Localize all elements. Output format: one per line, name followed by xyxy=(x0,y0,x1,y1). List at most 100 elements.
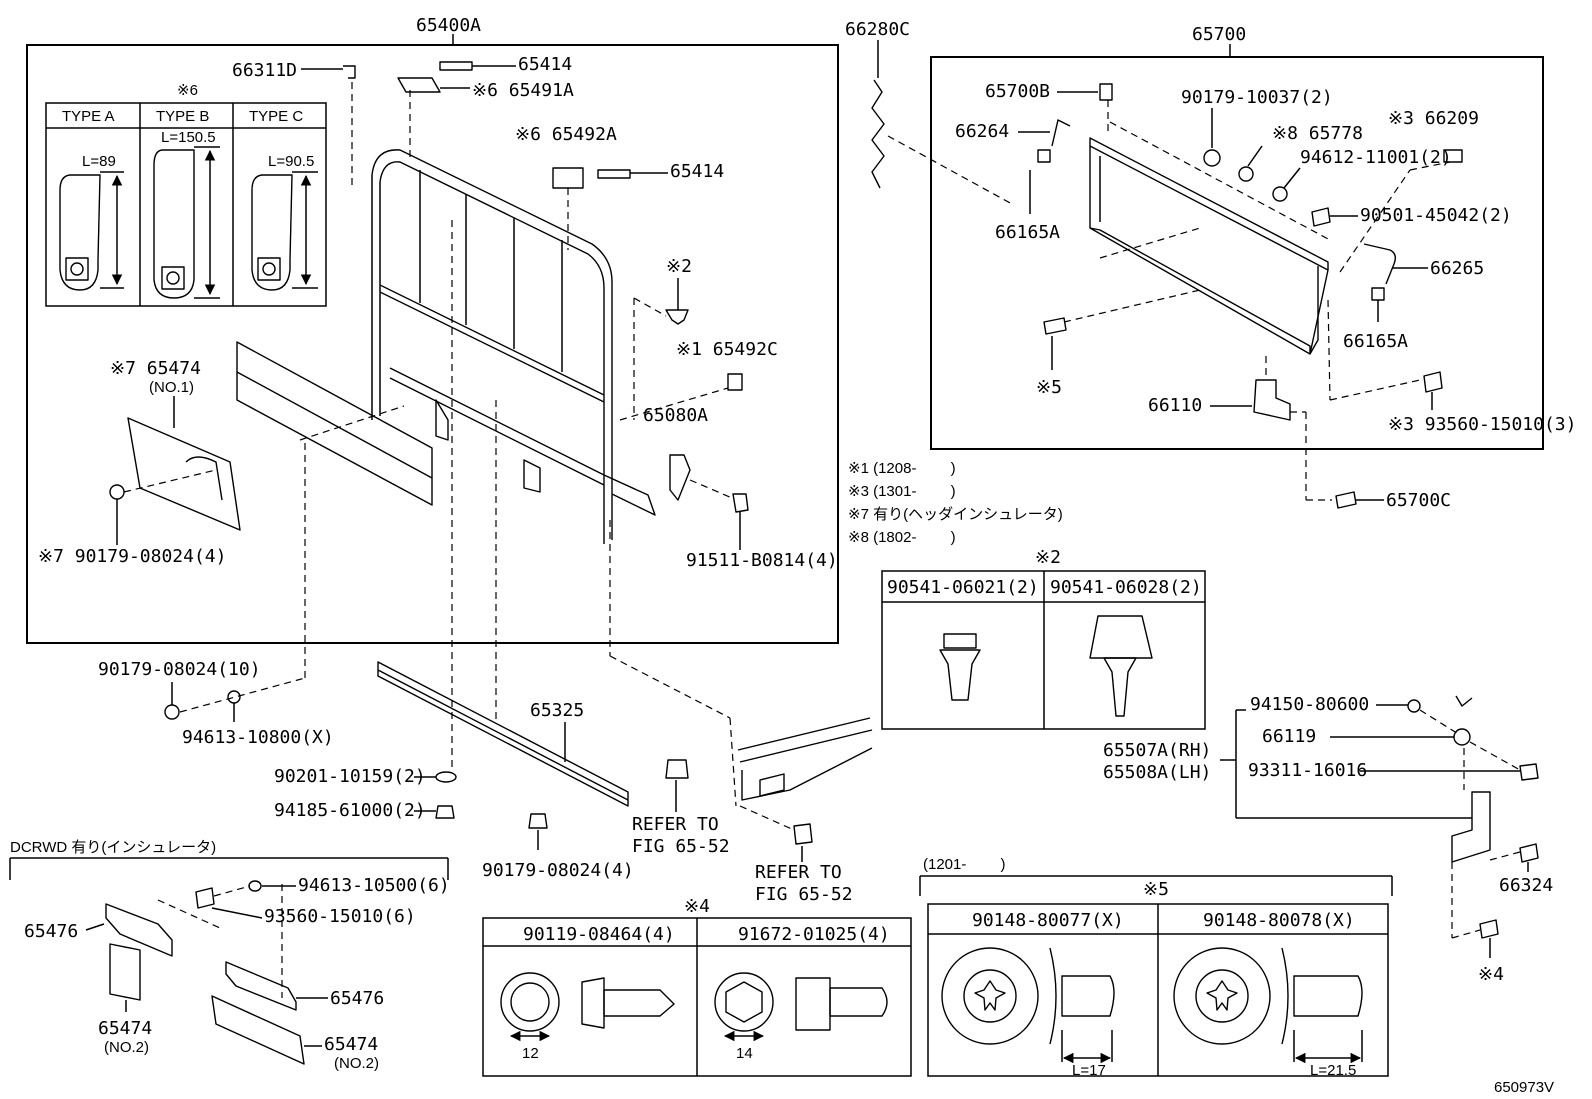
callout-65508A: 65508A(LH) xyxy=(1103,762,1211,783)
callout-91511: 91511-B0814(4) xyxy=(686,550,838,571)
type-b-length: L=150.5 xyxy=(161,129,216,146)
dcrwd-title: DCRWD 有り(インシュレータ) xyxy=(10,839,216,856)
type-a-header: TYPE A xyxy=(62,108,115,125)
callout-mark-4: ※4 xyxy=(1478,964,1504,985)
part-66165A-right xyxy=(1371,287,1385,301)
callout-66119: 66119 xyxy=(1262,726,1316,747)
callout-90201: 90201-10159(2) xyxy=(274,766,426,787)
ref2-line2: FIG 65-52 xyxy=(755,884,853,905)
callout-65700: 65700 xyxy=(1192,24,1246,45)
box5-length-1: L=17 xyxy=(1072,1062,1106,1079)
box5-part-1: 90148-80077(X) xyxy=(972,910,1124,931)
box2-part-2: 90541-06028(2) xyxy=(1050,577,1202,598)
note-1: ※1 (1208- ) xyxy=(848,460,956,477)
type-c-length: L=90.5 xyxy=(268,153,314,170)
box5-length-2: L=21.5 xyxy=(1310,1062,1356,1079)
callout-mark-2: ※2 xyxy=(666,256,692,277)
bolt-91511 xyxy=(732,493,749,513)
part-65700B xyxy=(1099,83,1113,101)
callout-66110: 66110 xyxy=(1148,395,1202,416)
callout-90179-10: 90179-08024(10) xyxy=(98,659,261,680)
type-table-title: ※6 xyxy=(177,82,198,99)
part-90179-10037 xyxy=(1203,149,1221,167)
bolt-mark-4 xyxy=(1479,919,1499,939)
part-66311D xyxy=(343,65,356,79)
footnotes: ※1 (1208- ) ※3 (1301- ) ※7 有り(ヘッダインシュレータ… xyxy=(848,460,1063,546)
part-66209 xyxy=(1443,149,1463,163)
box4-dim-2: 14 xyxy=(736,1045,753,1062)
callout-93560-6: 93560-15010(6) xyxy=(264,906,416,927)
callout-65492C: ※1 65492C xyxy=(676,339,778,360)
bracket-type-a xyxy=(59,174,101,291)
washer-94613-6 xyxy=(248,880,262,892)
hinge-65507A xyxy=(1451,791,1491,863)
callout-65492A: ※6 65492A xyxy=(515,124,617,145)
type-b-header: TYPE B xyxy=(156,108,209,125)
callout-65474-left-sub: (NO.2) xyxy=(104,1039,149,1056)
callout-94613-x: 94613-10800(X) xyxy=(182,727,334,748)
ref1-line2: FIG 65-52 xyxy=(632,836,730,857)
callout-mark-5: ※5 xyxy=(1036,377,1062,398)
chain-66280C xyxy=(871,79,885,189)
bolt-65414-top xyxy=(439,61,473,71)
box5-part-2: 90148-80078(X) xyxy=(1203,910,1355,931)
callout-90179-4b: 90179-08024(4) xyxy=(482,860,634,881)
nut-94185 xyxy=(435,805,455,819)
type-c-header: TYPE C xyxy=(249,108,303,125)
box4-title: ※4 xyxy=(684,896,710,917)
part-66119 xyxy=(1453,728,1471,746)
callout-93560-3: ※3 93560-15010(3) xyxy=(1388,414,1576,435)
nut-90179-4b xyxy=(528,813,548,829)
box4-part-2: 91672-01025(4) xyxy=(738,924,890,945)
part-94612 xyxy=(1272,186,1288,202)
nut-94150 xyxy=(1407,699,1421,713)
clip-ref-1 xyxy=(665,759,689,779)
callout-65476-left: 65476 xyxy=(24,921,78,942)
callout-65400A: 65400A xyxy=(416,15,481,36)
rod-66265 xyxy=(1363,243,1397,285)
part-65474-left xyxy=(109,943,141,1001)
part-66165A-left xyxy=(1037,149,1051,163)
box5-range: (1201- ) xyxy=(923,856,1006,873)
box4-dim-1: 12 xyxy=(522,1045,539,1062)
header-frame-65400A xyxy=(371,149,656,544)
body-corner xyxy=(737,717,873,801)
callout-65414-top: 65414 xyxy=(518,54,572,75)
callout-66311D: 66311D xyxy=(232,60,297,81)
callout-66264: 66264 xyxy=(955,121,1009,142)
callout-93311: 93311-16016 xyxy=(1248,760,1367,781)
clip-ref-2 xyxy=(793,823,813,845)
part-65492A xyxy=(552,167,584,189)
box-mark-4: 90119-08464(4) 91672-01025(4) 12 14 xyxy=(482,917,912,1077)
ref1-line1: REFER TO xyxy=(632,814,719,835)
callout-65491A: ※6 65491A xyxy=(472,80,574,101)
callout-65325: 65325 xyxy=(530,700,584,721)
tailgate-panel-65700 xyxy=(1089,137,1329,355)
washer-90201 xyxy=(435,771,457,783)
bolt-65700C xyxy=(1335,491,1357,509)
callout-65778: ※8 65778 xyxy=(1272,123,1363,144)
part-65476-left xyxy=(105,903,173,957)
callout-94150: 94150-80600 xyxy=(1250,694,1369,715)
assembly-box-65700 xyxy=(930,56,1544,450)
figure-code: 650973V xyxy=(1494,1079,1554,1096)
ref2-line1: REFER TO xyxy=(755,862,842,883)
note-7: ※7 有り(ヘッダインシュレータ) xyxy=(848,506,1063,523)
callout-65700C: 65700C xyxy=(1386,490,1451,511)
box2-title: ※2 xyxy=(1035,547,1061,568)
part-65474-no1 xyxy=(127,417,241,531)
part-65080A xyxy=(669,454,691,501)
callout-65700B: 65700B xyxy=(985,81,1050,102)
assembly-box-65400A xyxy=(26,44,839,644)
note-3: ※3 (1301- ) xyxy=(848,483,956,500)
box4-part-1: 90119-08464(4) xyxy=(523,924,675,945)
callout-90179-4: ※7 90179-08024(4) xyxy=(38,546,226,567)
rod-66264 xyxy=(1051,119,1071,147)
part-90501 xyxy=(1311,207,1331,227)
callout-65476-right: 65476 xyxy=(330,988,384,1009)
type-table: TYPE A TYPE B TYPE C L=89 L=150.5 L=90.5 xyxy=(45,102,327,307)
part-65476-right xyxy=(225,961,297,1011)
panel-insulator xyxy=(236,341,433,479)
callout-65474-no1: ※7 65474 xyxy=(110,358,201,379)
